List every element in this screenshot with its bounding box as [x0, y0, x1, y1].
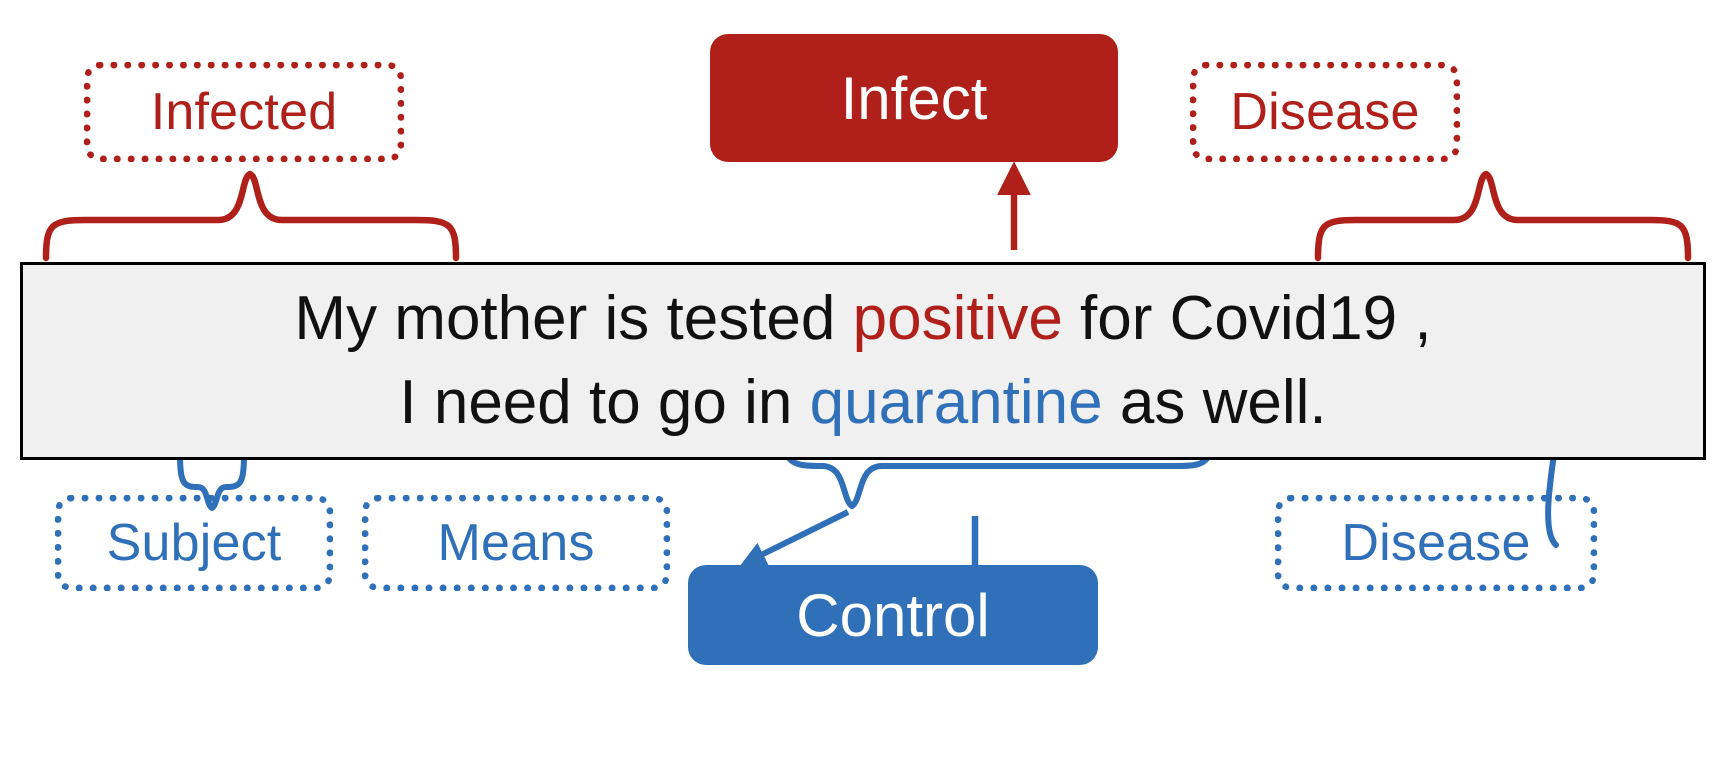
- tag-subject[interactable]: Subject: [55, 495, 333, 591]
- sentence-line-2-pre: I need to go in: [399, 368, 810, 437]
- action-box-control-label: Control: [796, 581, 990, 649]
- tag-disease-bottom-label: Disease: [1341, 514, 1531, 572]
- sentence-line-2: I need to go in quarantine as well.: [399, 372, 1326, 434]
- action-box-infect[interactable]: Infect: [710, 34, 1118, 162]
- tag-subject-label: Subject: [106, 514, 282, 572]
- tag-disease-top-label: Disease: [1230, 83, 1420, 141]
- tag-infected[interactable]: Infected: [84, 62, 404, 162]
- sentence-line-2-post: as well.: [1102, 368, 1327, 437]
- sentence-line-1-mid: for Covid19 ,: [1062, 284, 1432, 353]
- sentence-panel: My mother is tested positive for Covid19…: [20, 262, 1706, 460]
- action-box-control[interactable]: Control: [688, 565, 1098, 665]
- action-box-infect-label: Infect: [840, 64, 988, 132]
- tag-means-label: Means: [437, 514, 595, 572]
- token-quarantine: quarantine: [809, 368, 1103, 437]
- sentence-line-1: My mother is tested positive for Covid19…: [294, 288, 1431, 350]
- tag-disease-top[interactable]: Disease: [1190, 62, 1460, 162]
- sentence-line-1-pre: My mother is tested: [294, 284, 853, 353]
- brace-disease-top: [1314, 170, 1692, 262]
- token-positive: positive: [852, 284, 1063, 353]
- tag-means[interactable]: Means: [362, 495, 670, 591]
- leader-means: [740, 509, 850, 566]
- tag-infected-label: Infected: [150, 83, 338, 141]
- tag-disease-bottom[interactable]: Disease: [1275, 495, 1597, 591]
- brace-infected: [42, 170, 460, 262]
